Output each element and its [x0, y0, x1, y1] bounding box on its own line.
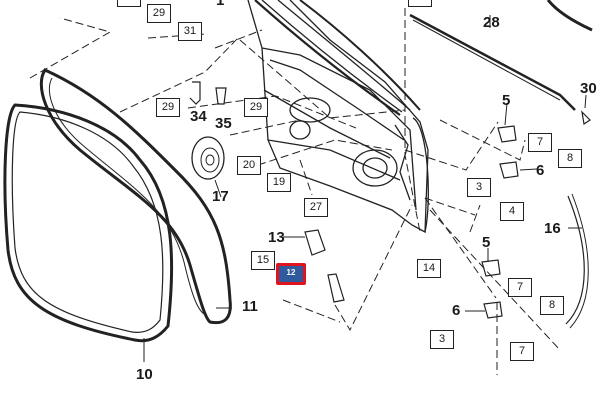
- frame-seal: [39, 68, 232, 325]
- callout-34[interactable]: 34: [183, 108, 207, 125]
- callout-35[interactable]: 35: [208, 115, 232, 132]
- callout-12-highlighted[interactable]: 12: [276, 263, 306, 285]
- callout-1[interactable]: 1: [208, 0, 224, 10]
- callout-29-left[interactable]: 29: [151, 98, 180, 117]
- callout-3-upper[interactable]: 3: [462, 178, 491, 197]
- callout-20[interactable]: 20: [232, 156, 261, 175]
- callout-11[interactable]: 11: [235, 298, 258, 315]
- window-channel: [409, 13, 576, 111]
- callout-7-middle[interactable]: 7: [503, 278, 532, 297]
- callout-14[interactable]: 14: [412, 259, 441, 278]
- speaker-part: [191, 136, 225, 180]
- small-hardware: [189, 81, 591, 319]
- callout-31[interactable]: 31: [173, 22, 202, 41]
- callout-4[interactable]: 4: [495, 202, 524, 221]
- cable-arc: [565, 195, 585, 325]
- callout-30[interactable]: 30: [573, 80, 597, 97]
- callout-3-lower[interactable]: 3: [425, 330, 454, 349]
- callout-6-lower[interactable]: 6: [444, 302, 461, 319]
- callout-8-lower[interactable]: 8: [535, 296, 564, 315]
- callout-16[interactable]: 16: [537, 220, 561, 237]
- callout-6-upper[interactable]: 6: [528, 162, 545, 179]
- solid-leaders: [143, 15, 587, 362]
- callout-15[interactable]: 15: [246, 251, 275, 270]
- callout-7-lower[interactable]: 7: [505, 342, 534, 361]
- callout-29-mid[interactable]: 29: [239, 98, 268, 117]
- callout-box-top-right[interactable]: [403, 0, 432, 7]
- callout-5-lower[interactable]: 5: [474, 234, 491, 251]
- callout-10[interactable]: 10: [129, 366, 153, 383]
- callout-8-upper[interactable]: 8: [553, 149, 582, 168]
- callout-29-top[interactable]: 29: [142, 4, 171, 23]
- callout-19[interactable]: 19: [262, 173, 291, 192]
- callout-27[interactable]: 27: [299, 198, 328, 217]
- callout-5-upper[interactable]: 5: [494, 92, 511, 109]
- callout-13[interactable]: 13: [261, 229, 285, 246]
- door-shell: [247, 0, 429, 234]
- callout-28[interactable]: 28: [476, 14, 500, 31]
- door-seal-outer: [3, 103, 174, 343]
- callout-box-top-edge[interactable]: [112, 0, 141, 7]
- dashed-leaders: [29, 8, 561, 375]
- callout-17[interactable]: 17: [205, 188, 229, 205]
- callout-7-upper[interactable]: 7: [523, 133, 552, 152]
